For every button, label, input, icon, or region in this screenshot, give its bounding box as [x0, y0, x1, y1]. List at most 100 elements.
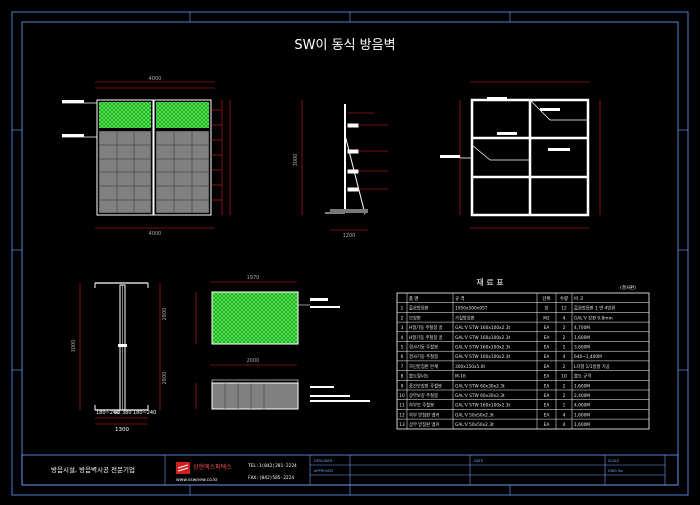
table-header-cell: 규 격	[455, 295, 464, 302]
post-dim-center: 380	[122, 410, 132, 416]
table-cell: GAL'V 강판 0.8mm	[574, 314, 613, 321]
post-top-label: 2800	[162, 308, 168, 321]
table-header-cell: 품 명	[409, 295, 418, 302]
table-cell: EA	[544, 383, 550, 389]
table-cell: 중간보강판 주철봉	[409, 382, 442, 389]
table-cell: 흡음방음판	[409, 305, 429, 312]
table-cell: 1	[563, 403, 566, 409]
table-cell: EA	[544, 325, 550, 331]
table-cell: 10	[399, 393, 405, 399]
table-cell: 경사기둥 주철봉	[409, 344, 438, 351]
post-dim-mid: 50	[114, 410, 120, 416]
table-header-cell: 비 고	[574, 295, 583, 302]
table-cell: 2	[563, 335, 566, 341]
table-cell: 640~1,400M	[574, 354, 602, 360]
rear-elevation	[440, 81, 601, 229]
panel-detail: 1970 2000	[195, 275, 370, 410]
post-base-width: 1300	[115, 427, 129, 433]
table-cell: 2	[563, 325, 566, 331]
table-cell: GAL'V STW 160x100x2.3t	[455, 403, 510, 409]
table-cell: EA	[544, 354, 550, 360]
table-cell: EA	[544, 335, 550, 341]
table-cell: 13	[399, 422, 405, 428]
approved-label: APPROVED	[314, 469, 333, 473]
table-cell: 9	[401, 383, 404, 389]
table-cell: 8	[401, 374, 404, 380]
side-base-label: 1200	[343, 233, 356, 239]
table-cell: EA	[544, 412, 550, 418]
table-cell: GAL'V STW 160x100x2.3t	[455, 325, 510, 331]
table-cell: 흡음방음판 1 면 4방위	[574, 305, 615, 312]
table-cell: 1,600M	[574, 335, 590, 341]
front-green-panel-left	[99, 102, 151, 128]
post-dim-right: 180~240	[133, 410, 156, 416]
table-cell: 상부 받침판 앵커	[409, 421, 439, 428]
table-cell: 1,600M	[574, 412, 590, 418]
table-cell: 1	[401, 306, 404, 312]
scale-label: SCALE	[608, 459, 619, 463]
table-cell: EA	[544, 403, 550, 409]
company-web: www.sswnew.co.kr	[176, 477, 218, 483]
table-cell: 4	[563, 354, 566, 360]
table-cell: 하단받침판 본체	[409, 363, 438, 370]
post-detail: 3000 2800 2800 180~240 50 380 180~240 13…	[71, 282, 168, 433]
panel-grey	[211, 382, 299, 410]
table-cell: 경사기둥 주철봉	[409, 353, 438, 360]
table-cell: 3,600M	[574, 345, 590, 351]
table-cell: EA	[544, 345, 550, 351]
border-ticks	[12, 12, 688, 495]
table-header-cell: 수량	[560, 295, 568, 302]
table-cell: EA	[544, 422, 550, 428]
company-fax: FAX:(042)585-2224	[248, 475, 294, 481]
table-cell: EA	[544, 374, 550, 380]
table-cell: GAL'V 50x50x2.3t	[455, 422, 494, 428]
post-bottom-label: 2800	[162, 372, 168, 385]
table-cell: 3	[401, 325, 404, 331]
table-cell: M-16	[455, 374, 466, 380]
table-cell: 볼트및너트	[409, 373, 429, 380]
table-cell: EA	[544, 364, 550, 370]
table-cell: 하부 받침판 앵커	[409, 411, 439, 418]
table-cell: 2	[563, 364, 566, 370]
table-cell: 볼트 규격	[574, 373, 591, 380]
table-cell: 4,000M	[574, 403, 590, 409]
table-cell: 2	[563, 345, 566, 351]
table-cell: 7	[401, 364, 404, 370]
post-height-label: 3000	[71, 340, 77, 353]
post-dim-left: 180~240	[96, 410, 119, 416]
table-cell: GAL'V STW 160x100x2.3t	[455, 354, 510, 360]
panel-mesh	[211, 291, 299, 345]
table-cell: 11	[399, 403, 405, 409]
table-cell: 2	[563, 383, 566, 389]
table-cell: H형기둥 주철봉 골	[409, 334, 443, 341]
table-cell: M2	[543, 315, 550, 321]
table-cell: 장	[545, 305, 549, 312]
panel-top-width-label: 2000	[247, 358, 260, 364]
table-cell: EA	[544, 393, 550, 399]
front-width-top: 4000	[149, 76, 162, 82]
front-elevation: 4000 4000	[62, 76, 231, 237]
table-cell: 12	[561, 306, 567, 312]
table-cell: 6	[401, 354, 404, 360]
table-cell: 하부보 주철봉	[409, 402, 434, 409]
table-cell: 5	[401, 345, 404, 351]
table-cell: 1950x500x95T	[455, 306, 488, 312]
table-cell: 보강판	[409, 314, 421, 321]
panel-width-label: 1970	[247, 275, 260, 281]
table-cell: 가실방음판	[455, 314, 475, 321]
table-cell: 4	[401, 335, 404, 341]
table-cell: H형기둥 주철봉 골	[409, 324, 443, 331]
table-cell: 4	[563, 422, 566, 428]
front-width-bottom: 4000	[149, 231, 162, 237]
table-cell: L자형 1/1방향 가공	[574, 363, 610, 370]
table-title: 재 료 표	[476, 278, 503, 287]
table-cell: 4	[563, 315, 566, 321]
table-cell: 300x150x5.0t	[455, 364, 485, 370]
table-cell: 2	[563, 393, 566, 399]
table-cell: 상부보강 주철봉	[409, 392, 438, 399]
table-cell: 2	[401, 315, 404, 321]
side-elevation: 3000 1200	[293, 100, 388, 239]
